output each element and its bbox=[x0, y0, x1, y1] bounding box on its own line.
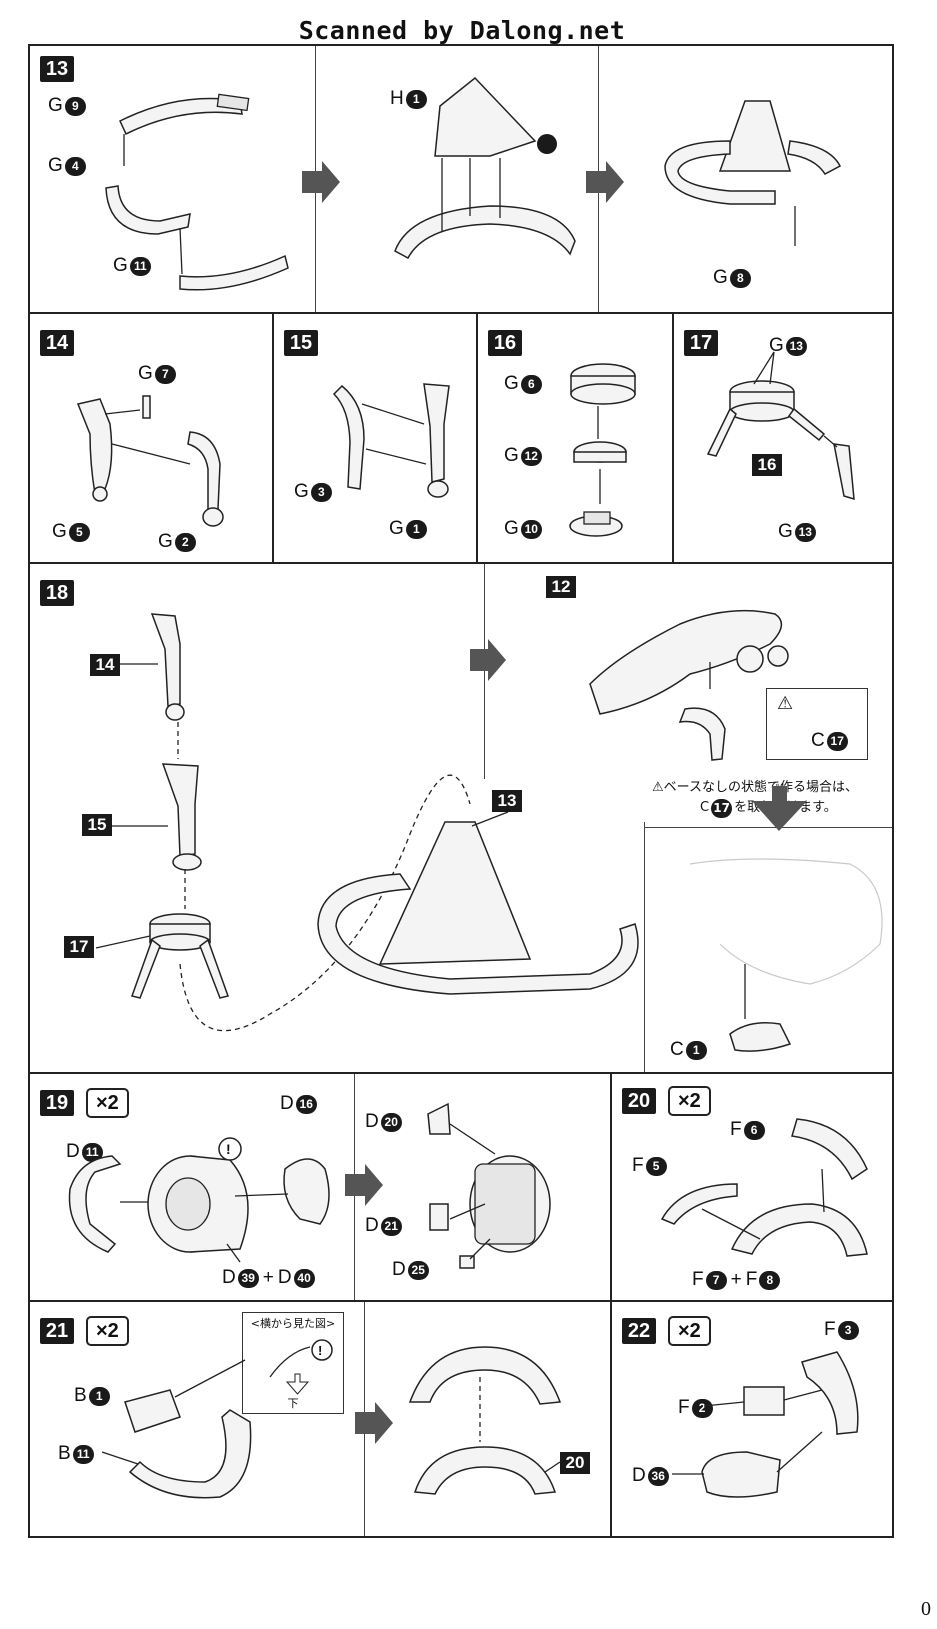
step-18-drawing bbox=[95, 609, 883, 1052]
step-19-drawing: ! bbox=[68, 1102, 551, 1269]
warning-note: ⚠ベースなしの状態で作る場合は、 bbox=[652, 780, 859, 795]
ref-12: 12 bbox=[546, 576, 576, 598]
attention-icon: ! bbox=[226, 1141, 231, 1157]
ref-15: 15 bbox=[82, 814, 112, 836]
ref-13: 13 bbox=[492, 790, 522, 812]
warning-icon: ⚠ bbox=[652, 780, 664, 795]
step-18-number: 18 bbox=[40, 580, 74, 606]
step-17-drawing bbox=[706, 351, 855, 501]
side-view-label: <横から見た図> bbox=[250, 1317, 336, 1330]
step-18-divider-v bbox=[484, 564, 485, 779]
step-19-multiplier: ×2 bbox=[86, 1088, 129, 1118]
step-20-drawing bbox=[660, 1118, 868, 1257]
step-16-number: 16 bbox=[488, 330, 522, 356]
step-18-divider-v2 bbox=[644, 822, 645, 1072]
attention-icon: ! bbox=[318, 1343, 322, 1358]
ref-17: 17 bbox=[64, 936, 94, 958]
step-19-number: 19 bbox=[40, 1090, 74, 1116]
warning-icon: ⚠ bbox=[777, 693, 794, 713]
step-20-multiplier: ×2 bbox=[668, 1086, 711, 1116]
step-17-number: 17 bbox=[684, 330, 718, 356]
step-15-number: 15 bbox=[284, 330, 318, 356]
step-20-number: 20 bbox=[622, 1088, 656, 1114]
down-label: 下 bbox=[287, 1397, 299, 1410]
step-22-drawing bbox=[672, 1351, 859, 1498]
step-14-drawing bbox=[76, 395, 224, 527]
step-22-number: 22 bbox=[622, 1318, 656, 1344]
step-14-number: 14 bbox=[40, 330, 74, 356]
step-16-drawing bbox=[569, 363, 636, 537]
step-17-ref: 16 bbox=[752, 454, 782, 476]
step-13-drawing bbox=[105, 76, 841, 291]
step-18-divider-h bbox=[644, 827, 892, 828]
scan-banner: Scanned by Dalong.net bbox=[298, 16, 626, 45]
step-21-number: 21 bbox=[40, 1318, 74, 1344]
step-15-drawing bbox=[332, 383, 450, 498]
ref-14: 14 bbox=[90, 654, 120, 676]
page-number: 0 bbox=[921, 1598, 931, 1620]
step-13-number: 13 bbox=[40, 56, 74, 82]
step-22-multiplier: ×2 bbox=[668, 1316, 711, 1346]
side-view-box: <横から見た図> 下 bbox=[242, 1312, 344, 1414]
step-21-multiplier: ×2 bbox=[86, 1316, 129, 1346]
ref-20: 20 bbox=[560, 1452, 590, 1474]
step-21-drawing: ! bbox=[101, 1339, 562, 1499]
